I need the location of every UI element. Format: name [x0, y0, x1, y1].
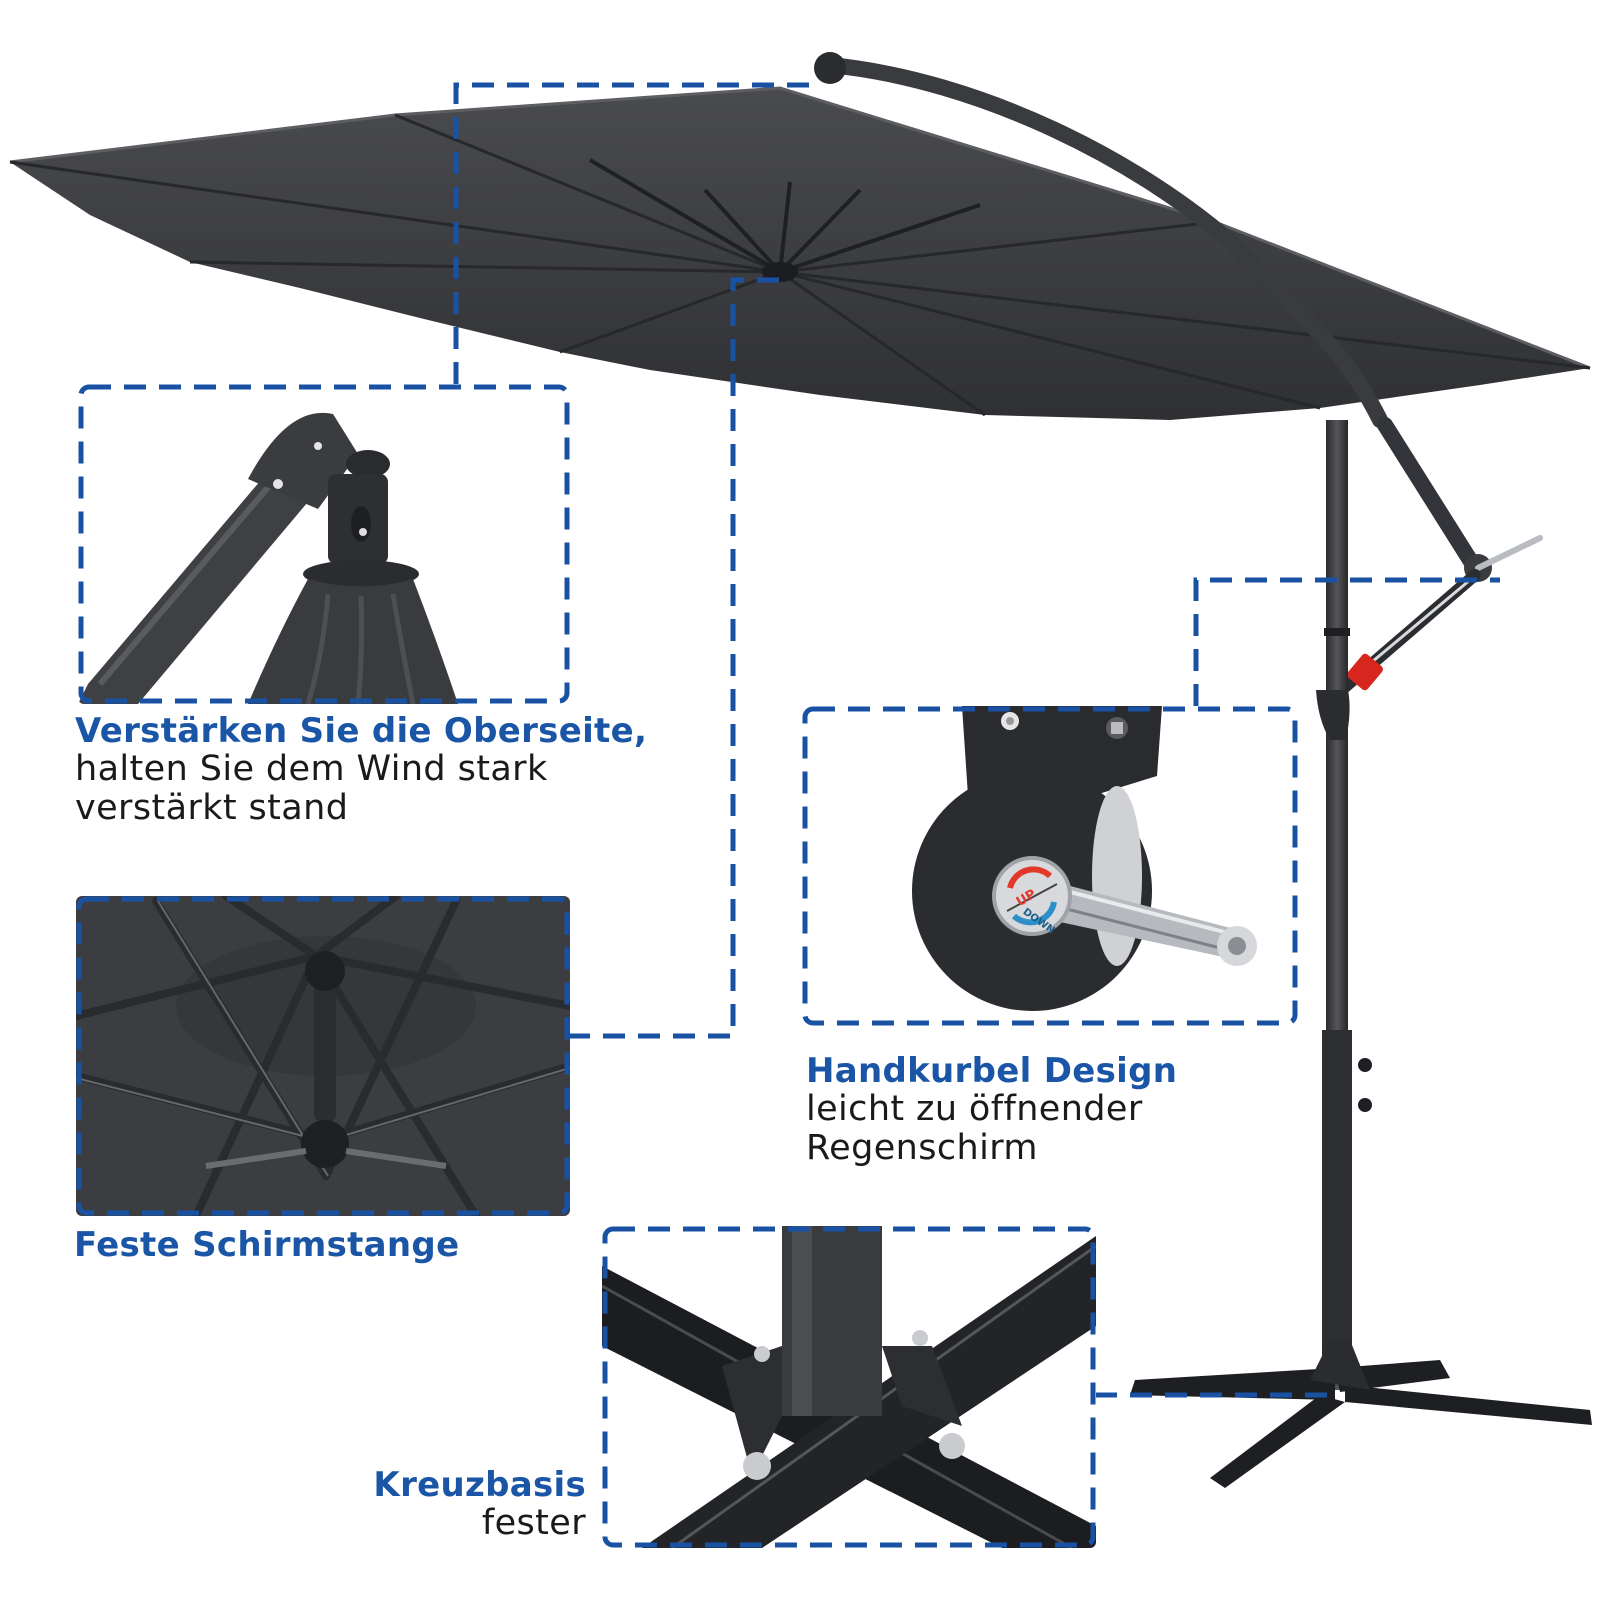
- red-knob: [1347, 653, 1383, 691]
- cross-base-main: [1130, 1340, 1592, 1488]
- caption-pole-title: Feste Schirmstange: [74, 1225, 460, 1265]
- umbrella-ribs-icon: [76, 896, 570, 1216]
- caption-top-joint-line-1: halten Sie dem Wind stark: [75, 749, 548, 790]
- callout-panel-top-joint: [78, 384, 570, 704]
- caption-cross-base: Kreuzbasis fester: [330, 1466, 586, 1543]
- top-joint-icon: [78, 384, 570, 704]
- callout-connectors: [453, 82, 1500, 1398]
- cross-base-icon: [602, 1226, 1096, 1548]
- callout-panel-ribs: [76, 896, 570, 1216]
- canopy: [9, 86, 1591, 420]
- caption-hand-crank-line-2: Regenschirm: [806, 1128, 1038, 1169]
- caption-top-joint-title: Verstärken Sie die Oberseite,: [75, 711, 648, 751]
- caption-top-joint-line-2: verstärkt stand: [75, 788, 349, 829]
- callout-panel-hand-crank: UP DOWN: [802, 706, 1298, 1026]
- caption-hand-crank-line-1: leicht zu öffnender: [806, 1089, 1143, 1130]
- caption-cross-base-title: Kreuzbasis: [373, 1465, 586, 1505]
- caption-pole: Feste Schirmstange: [74, 1226, 459, 1264]
- cantilever-arm: [822, 57, 1388, 428]
- hand-crank-icon: UP DOWN: [802, 706, 1298, 1026]
- caption-hand-crank: Handkurbel Design leicht zu öffnender Re…: [806, 1052, 1177, 1168]
- caption-cross-base-line-1: fester: [481, 1503, 586, 1544]
- caption-top-joint: Verstärken Sie die Oberseite, halten Sie…: [75, 712, 647, 828]
- callout-panel-cross-base: [602, 1226, 1096, 1548]
- caption-hand-crank-title: Handkurbel Design: [806, 1051, 1178, 1091]
